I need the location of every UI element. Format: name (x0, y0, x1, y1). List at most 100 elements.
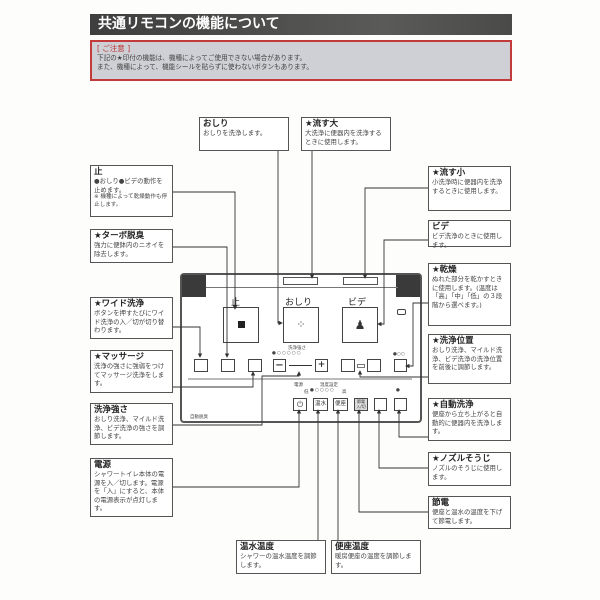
position-forward-button[interactable] (367, 359, 381, 372)
notice-heading: [ ご注意 ] (97, 44, 131, 53)
panel-corner (182, 275, 206, 297)
oshiri-button[interactable]: ⁘ (283, 307, 319, 343)
callout-title: おしり (203, 119, 229, 129)
callout-text: シャワーの温水温度を調節します。 (240, 552, 317, 569)
callout-seat-temp: 便座温度暖房便座の温度を調節します。 (331, 540, 421, 574)
callout-title: ★洗浄位置 (432, 336, 474, 346)
callout-text: ビデ洗浄のときに使用します。 (432, 232, 503, 249)
leader-strength (173, 371, 302, 426)
callout-text: 便座と温水の温度を下げて節電します。 (432, 508, 503, 525)
strength-plus-button[interactable]: + (315, 359, 328, 372)
callout-auto: ★自動洗浄便座から立ち上がると自動的に便器内を洗浄します。 (428, 398, 511, 441)
callout-wide: ★ワイド洗浄ボタンを押すたびにワイド洗浄の入／切が切り替わります。 (90, 297, 173, 339)
callout-title: ★流す大 (305, 119, 339, 129)
callout-strength: 洗浄強さおしり洗浄、マイルド洗浄、ビデ洗浄の強さを調節します。 (90, 403, 173, 445)
oshiri-spray-icon: ⁘ (296, 318, 306, 331)
callout-title: ★ワイド洗浄 (94, 299, 145, 309)
temp-setting-label: 温度設定 (320, 383, 338, 388)
leader-wide (173, 326, 203, 358)
callout-text: おしり洗浄、マイルド洗浄、ビデ洗浄の強さを調節します。 (94, 415, 165, 441)
bidet-button[interactable]: ♟ (342, 307, 378, 343)
strength-level-dots: ●○○○○○ (272, 351, 302, 356)
callout-title: ★流す小 (432, 168, 466, 178)
remote-control-panel: 止 おしり ビデ ⁘ ♟ 洗浄強さ ●○○○○○ ●○○ − + 電源 温度設定… (180, 273, 422, 423)
panel-groove (188, 378, 412, 380)
page-title: 共通リモコンの機能について (90, 14, 512, 35)
leader-auto (396, 409, 428, 438)
callout-position: ★洗浄位置おしり洗浄、マイルド洗浄、ビデ洗浄の洗浄位置を前後に調節します。 (428, 334, 511, 384)
callout-nozzle: ★ノズルそうじノズルのそうじに使用します。 (428, 452, 511, 486)
position-back-button[interactable] (341, 359, 355, 372)
leader-massage (173, 371, 256, 388)
callout-title: 洗浄強さ (94, 405, 129, 415)
callout-text: おしり洗浄、マイルド洗浄、ビデ洗浄の洗浄位置を前後に調節します。 (432, 346, 503, 372)
callout-text: 暖房便座の温度を調節します。 (335, 552, 412, 569)
notice-line-1: 下記の★印付の機能は、機種によってご使用できない場合があります。 (97, 53, 307, 62)
callout-title: 便座温度 (335, 542, 370, 552)
callout-text: 強力に便鉢内のニオイを除去します。 (94, 241, 165, 258)
callout-title: 電源 (94, 460, 112, 470)
flush-large-slot[interactable] (283, 277, 318, 285)
callout-title: 温水温度 (240, 542, 275, 552)
callout-massage: ★マッサージ洗浄の強さに強弱をつけてマッサージ洗浄をします。 (90, 350, 173, 393)
indicator-light (397, 309, 406, 315)
callout-text: 大洗浄に便器内を洗浄するときに使用します。 (305, 129, 382, 146)
callout-dry: ★乾燥ぬれた部分を乾かすときに使用します。(温度は「高」「中」「低」の３段階から… (428, 263, 511, 326)
flush-small-slot[interactable] (343, 277, 378, 285)
temp-level-dots: ●○○○○ (310, 388, 335, 393)
notice-box: [ ご注意 ] 下記の★印付の機能は、機種によってご使用できない場合があります。… (90, 40, 512, 81)
callout-text: 便座から立ち上がると自動的に便器内を洗浄します。 (432, 410, 503, 436)
divider (206, 287, 398, 288)
callout-note: ※ 機種によって乾燥動作も停止します。 (94, 194, 168, 208)
callout-nagasu-sho: ★流す小小洗浄時に便器内を洗浄するときに使用します。 (428, 166, 511, 211)
leader-position (357, 370, 428, 378)
power-label: 電源 (294, 383, 303, 388)
strength-bar (289, 365, 312, 366)
callout-title: ★乾燥 (432, 265, 457, 275)
callout-oshiri: おしりおしりを洗浄します。 (199, 117, 289, 151)
callout-water-temp: 温水温度シャワーの温水温度を調節します。 (236, 540, 326, 574)
callout-eco: 節電便座と温水の温度を下げて節電します。 (428, 496, 511, 529)
callout-title: ビデ (432, 222, 450, 232)
callout-text: 洗浄の強さに強弱をつけてマッサージ洗浄をします。 (94, 362, 165, 388)
wide-wash-button[interactable] (194, 359, 208, 372)
leader-dry (405, 302, 428, 369)
seat-temp-button[interactable]: 便座 (333, 398, 348, 411)
callout-text: ノズルのそうじに使用します。 (432, 464, 503, 481)
temp-low-label: 低 (304, 390, 309, 395)
temp-high-label: 高 (342, 390, 347, 395)
strength-minus-button[interactable]: − (273, 359, 286, 372)
leader-bidet (377, 239, 428, 327)
callout-text: シャワートイレ本体の電源を入／切します。電源を「入」にすると、本体の電源表示が点… (94, 470, 165, 513)
position-indicator (357, 364, 365, 368)
panel-corner (396, 275, 420, 297)
callout-title: ★ノズルそうじ (432, 454, 491, 464)
turbo-deodorize-button[interactable] (221, 359, 235, 372)
leader-nozzle (376, 409, 428, 469)
callout-text: ぬれた部分を乾かすときに使用します。(温度は「高」「中」「低」の３段階から選べま… (432, 275, 503, 309)
auto-deodorize-label: 自動脱臭 (190, 415, 208, 420)
auto-indicator: ● (396, 388, 400, 393)
callout-text: 小洗浄時に便器内を洗浄するときに使用します。 (432, 178, 503, 195)
stop-button[interactable] (223, 307, 259, 343)
leader-power (173, 409, 302, 488)
notice-line-2: また、機種によって、機能シールを貼らずに使わないボタンもあります。 (97, 63, 313, 71)
callout-text: おしりを洗浄します。 (203, 129, 267, 137)
callout-stop: 止●おしり●ビデの動作を止めます。※ 機種によって乾燥動作も停止します。 (90, 165, 173, 217)
callout-power: 電源シャワートイレ本体の電源を入／切します。電源を「入」にすると、本体の電源表示… (90, 458, 173, 517)
leader-oshiri (277, 151, 283, 326)
callout-turbo: ★ターボ脱臭強力に便鉢内のニオイを除去します。 (90, 229, 173, 263)
water-temp-button[interactable]: 温水 (313, 398, 328, 411)
leader-stop (173, 191, 238, 310)
callout-text: ●おしり●ビデの動作を止めます。 (94, 177, 163, 194)
bidet-spray-icon: ♟ (354, 318, 366, 332)
callout-title: 節電 (432, 498, 450, 508)
callout-title: 止 (94, 167, 103, 177)
oshiri-label: おしり (285, 298, 313, 308)
callout-nagasu-dai: ★流す大大洗浄に便器内を洗浄するときに使用します。 (301, 117, 391, 151)
callout-title: ★ターボ脱臭 (94, 231, 145, 241)
callout-title: ★マッサージ (94, 352, 144, 362)
callout-bidet: ビデビデ洗浄のときに使用します。 (428, 220, 511, 249)
strength-label: 洗浄強さ (288, 346, 306, 351)
